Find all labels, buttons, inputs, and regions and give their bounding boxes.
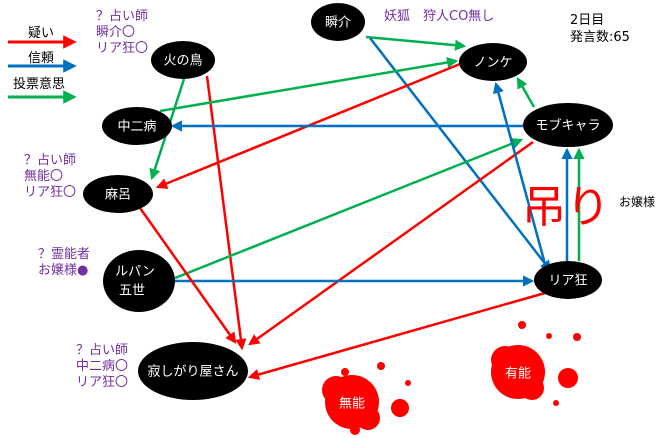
node-munou[interactable]: 無能 [339, 397, 365, 412]
legend-trust-label: 信頼 [28, 51, 55, 66]
edge-trust-riakyou-nonke [492, 81, 547, 265]
edge-suspicion-mobchara-sabishigariya [248, 140, 534, 346]
node-hinotori[interactable]: 火の鳥 [151, 41, 215, 79]
lupin-note: ？霊能者 お嬢様● [38, 247, 91, 278]
hinotori-note: ？占い師 瞬介〇 リア狂〇 [96, 9, 149, 56]
edge-suspicion-hinotori-sabishigariya [205, 75, 247, 351]
node-mobchara[interactable]: モブキャラ [523, 103, 613, 147]
node-nonke[interactable]: ノンケ [459, 43, 527, 81]
node-label: 寂しがり屋さん [147, 364, 238, 380]
node-label: 火の鳥 [163, 54, 202, 69]
execution-label: 吊り [522, 182, 610, 233]
node-lupin[interactable]: ルパン 五世 [103, 250, 175, 312]
edge-suspicion-riakyou-sabishigariya [247, 291, 546, 380]
post-count: 発言数:65 [570, 30, 630, 45]
blood-splat-yuunou [491, 321, 581, 406]
node-yuunou[interactable]: 有能 [505, 367, 531, 382]
maro-note: ？占い師 無能〇 リア狂〇 [24, 153, 77, 200]
node-label: モブキャラ [535, 118, 600, 134]
node-sabishigariya[interactable]: 寂しがり屋さん [138, 342, 248, 400]
legend-suspicion-label: 疑い [28, 26, 55, 41]
day-label: 2日目 [570, 13, 605, 28]
node-label: ノンケ [473, 56, 512, 71]
edge-vote-shunsuke-nonke [365, 35, 467, 51]
edge-vote-chuunibyou-nonke [159, 56, 459, 113]
node-label-line1: ルパン [115, 265, 155, 280]
legend-vote-label: 投票意思 [13, 77, 66, 92]
edge-vote-mobchara-nonke [516, 77, 536, 108]
node-shunsuke[interactable]: 瞬介 [311, 3, 365, 41]
edge-trust-shunsuke-riakyou [369, 37, 552, 272]
blood-splat-munou [322, 362, 411, 435]
node-maro[interactable]: 麻呂 [83, 175, 153, 213]
node-label: リア狂 [548, 274, 587, 289]
edge-vote-lupin-mobchara [174, 138, 524, 280]
node-label: 中二病 [117, 120, 156, 135]
node-riakyou[interactable]: リア狂 [534, 261, 602, 299]
edge-suspicion-maro-sabishigariya [138, 207, 237, 344]
node-chuunibyou[interactable]: 中二病 [102, 107, 172, 145]
sabishigariya-note: ？占い師 中二病〇 リア狂〇 [76, 343, 129, 390]
node-label-line2: 五世 [119, 284, 145, 299]
execution-target: お嬢様 [619, 195, 655, 209]
node-label: 瞬介 [325, 16, 351, 31]
node-label: 麻呂 [105, 188, 131, 203]
shunsuke-note: 妖狐 狩人CO無し [384, 9, 495, 24]
